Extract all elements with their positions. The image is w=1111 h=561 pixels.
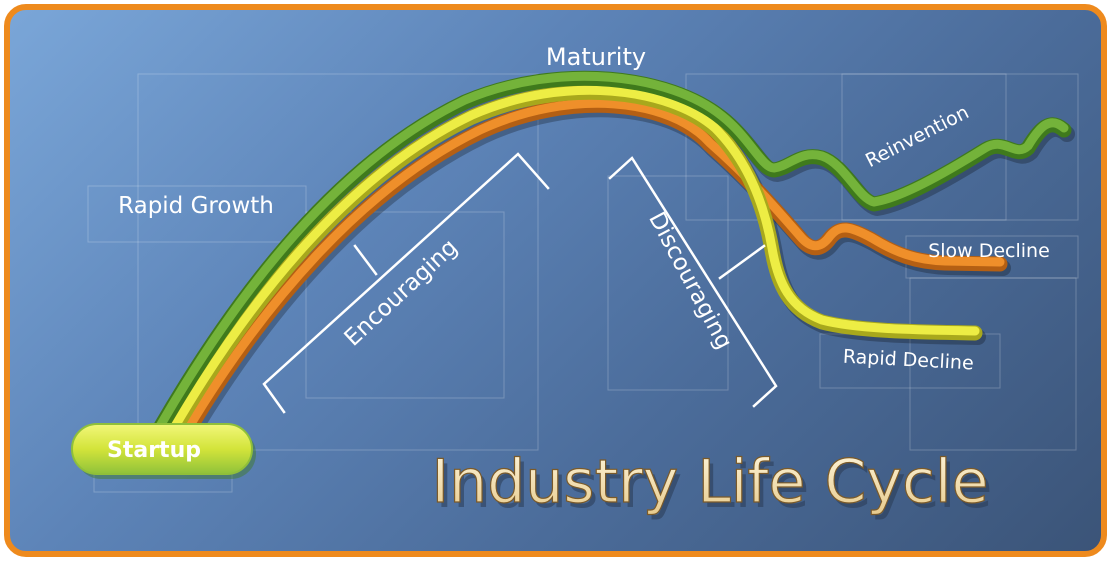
yellow-curve-highlight <box>169 85 980 433</box>
discouraging-label: Discouraging <box>643 208 737 354</box>
startup-label: Startup <box>107 438 201 463</box>
startup-badge: Startup <box>71 423 256 479</box>
discouraging-connector <box>718 244 766 280</box>
rapid-decline-label: Rapid Decline <box>842 346 974 375</box>
guide-box <box>305 211 505 399</box>
rapid-growth-label: Rapid Growth <box>118 193 274 219</box>
guide-box <box>607 175 729 391</box>
orange-curve-highlight <box>181 98 1005 437</box>
title-shadow: Industry Life Cycle <box>435 452 992 522</box>
guide-box <box>909 277 1077 451</box>
slow-decline-label: Slow Decline <box>928 240 1050 262</box>
page-title: Industry Life Cycle <box>431 447 988 517</box>
encouraging-bracket <box>262 152 550 414</box>
encouraging-connector <box>353 244 378 276</box>
green-curve-highlight <box>155 71 1069 431</box>
discouraging-bracket <box>608 156 778 408</box>
maturity-label: Maturity <box>546 43 646 71</box>
life-cycle-diagram: Maturity Rapid Growth Encouraging Discou… <box>71 43 1079 522</box>
guide-box <box>137 73 539 451</box>
diagram-frame: Maturity Rapid Growth Encouraging Discou… <box>4 4 1107 557</box>
guide-box <box>841 73 1079 221</box>
